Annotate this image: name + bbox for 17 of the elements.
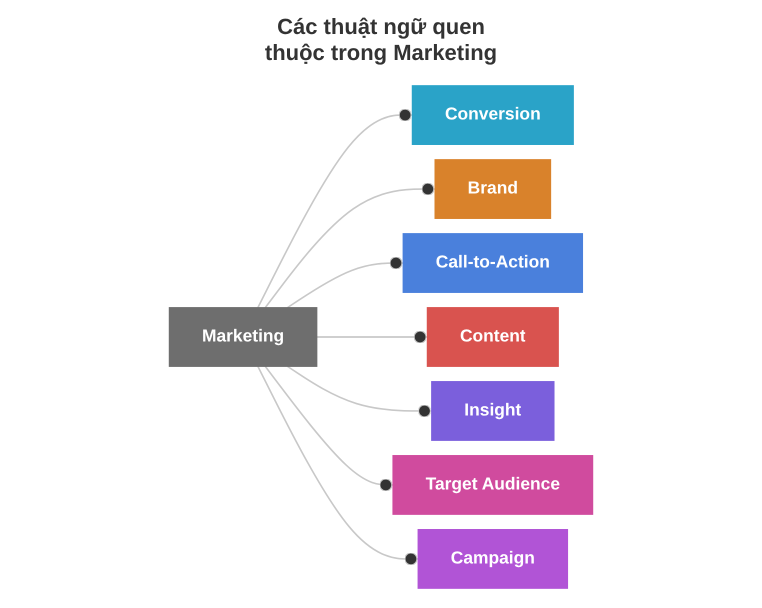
connector: [316, 330, 428, 344]
connector: [287, 256, 404, 308]
node-box: [431, 381, 555, 441]
node-box: [412, 85, 574, 145]
node-box: [434, 159, 552, 219]
connector: [264, 366, 393, 492]
node-box: [418, 529, 568, 589]
diagram-title: Các thuật ngữ quen thuộc trong Marketing: [264, 14, 498, 66]
connector: [264, 182, 436, 308]
connector: [257, 366, 418, 566]
node-box: [426, 307, 559, 367]
mind-map-diagram: Marketing Conversion Brand Call-to-Action Content Insight Target Audience Campaign: [11, 77, 751, 597]
node-box: [392, 455, 594, 515]
node-box: [168, 307, 318, 367]
connector: [257, 108, 412, 308]
node-box: [402, 233, 584, 293]
connector: [287, 366, 432, 418]
